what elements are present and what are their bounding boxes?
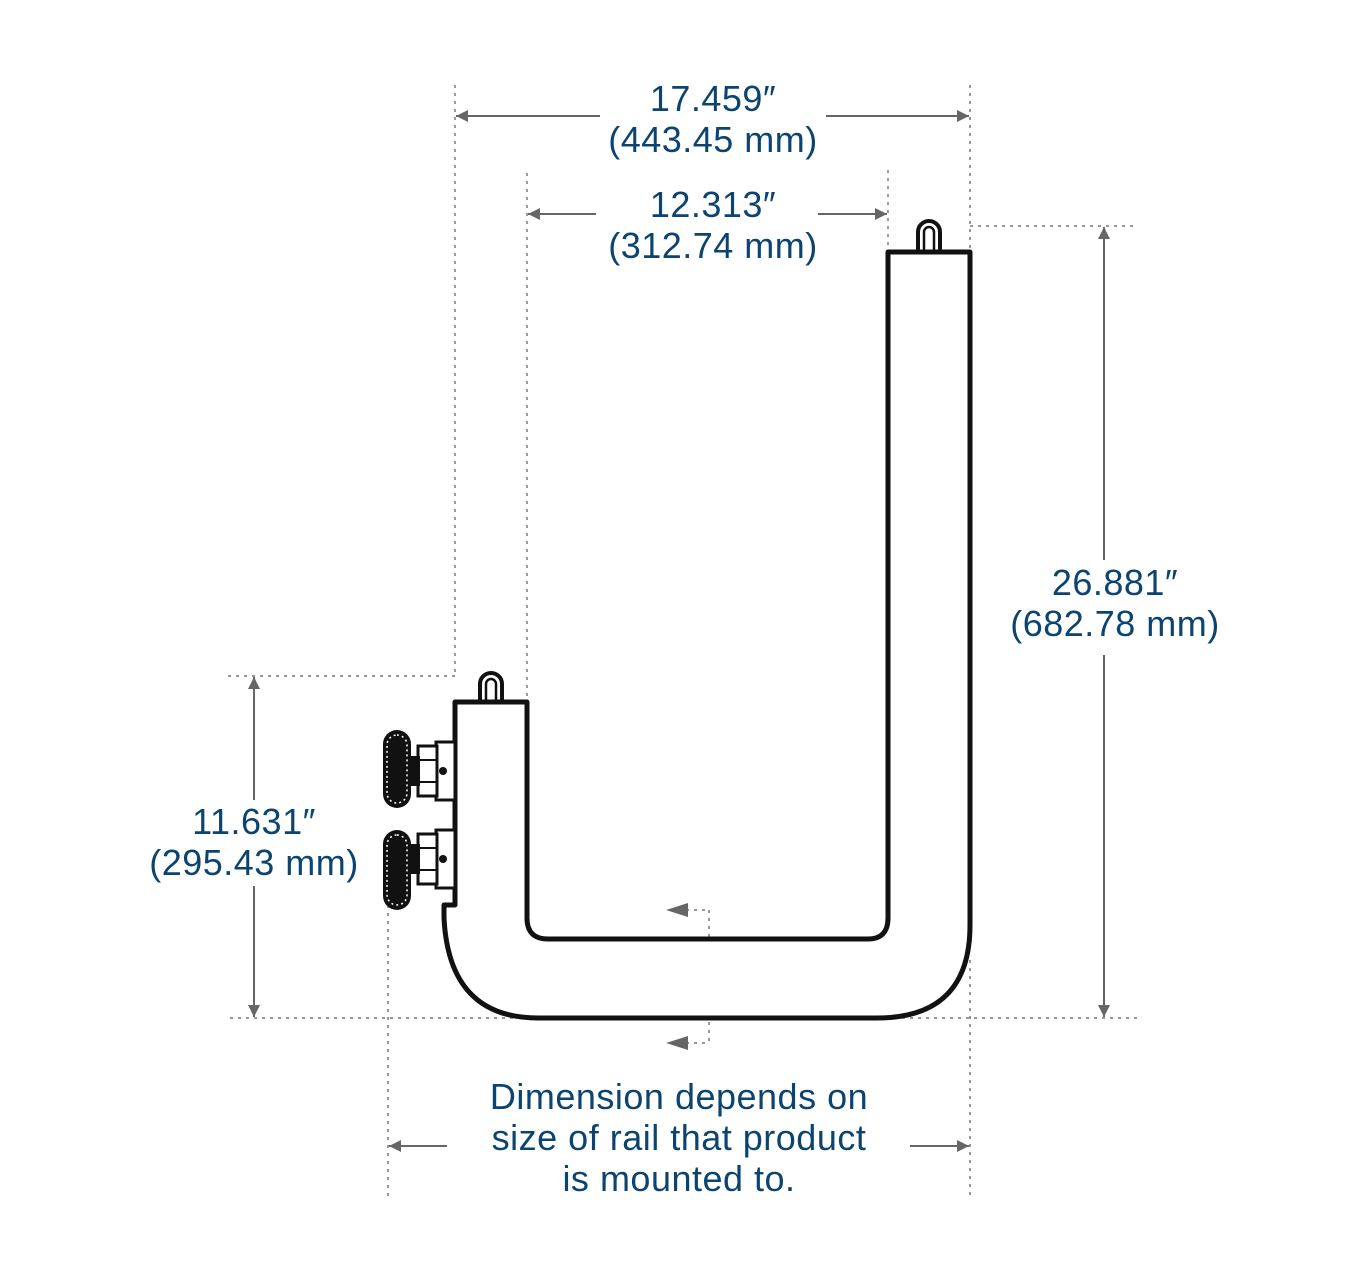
inner-width-label: 12.313″ (312.74 mm) xyxy=(563,184,863,266)
note-line-1: Dimension depends on xyxy=(489,1076,869,1117)
overall-width-inches: 17.459″ xyxy=(649,78,777,119)
overall-height-mm: (682.78 mm) xyxy=(1010,603,1220,644)
bracket-outline xyxy=(441,249,973,1021)
thumb-screw-icon xyxy=(383,730,457,808)
center-pointer-arrows xyxy=(666,903,688,1050)
short-leg-height-mm: (295.43 mm) xyxy=(149,842,359,883)
overall-height-inches: 26.881″ xyxy=(1051,562,1179,603)
dimension-lines xyxy=(248,110,1110,1152)
short-leg-height-inches: 11.631″ xyxy=(192,801,316,842)
thumb-screw-icon xyxy=(383,828,457,910)
note-line-2: size of rail that product xyxy=(491,1117,867,1158)
overall-height-label: 26.881″ (682.78 mm) xyxy=(985,562,1245,644)
note-line-3: is mounted to. xyxy=(562,1158,796,1199)
overall-width-label: 17.459″ (443.45 mm) xyxy=(563,78,863,160)
lifting-loop-icon xyxy=(916,219,942,252)
inner-width-mm: (312.74 mm) xyxy=(608,225,818,266)
overall-width-mm: (443.45 mm) xyxy=(608,119,818,160)
lifting-loop-icon xyxy=(478,671,504,702)
rail-dimension-note: Dimension depends on size of rail that p… xyxy=(449,1076,909,1199)
short-leg-height-label: 11.631″ (295.43 mm) xyxy=(124,801,384,883)
inner-width-inches: 12.313″ xyxy=(649,184,777,225)
